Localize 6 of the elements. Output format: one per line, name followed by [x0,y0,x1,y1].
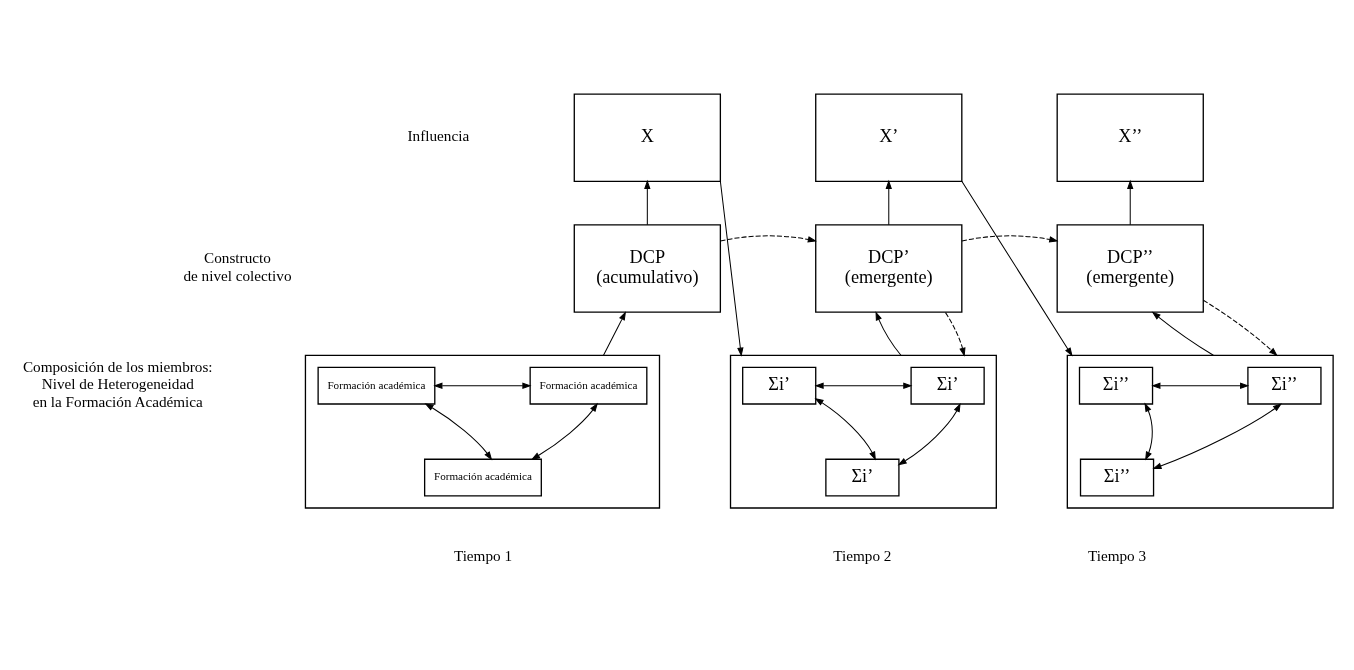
label: Composición de los miembros: Nivel de Heterogeneidad en la Formación Académica [22,358,213,410]
label: Constructo de nivel colectivo [183,249,292,284]
label: Influencia [407,127,470,145]
label: Tiempo 1 [453,547,513,565]
label: Tiempo 2 [833,547,892,565]
label: Tiempo 3 [1087,547,1147,565]
